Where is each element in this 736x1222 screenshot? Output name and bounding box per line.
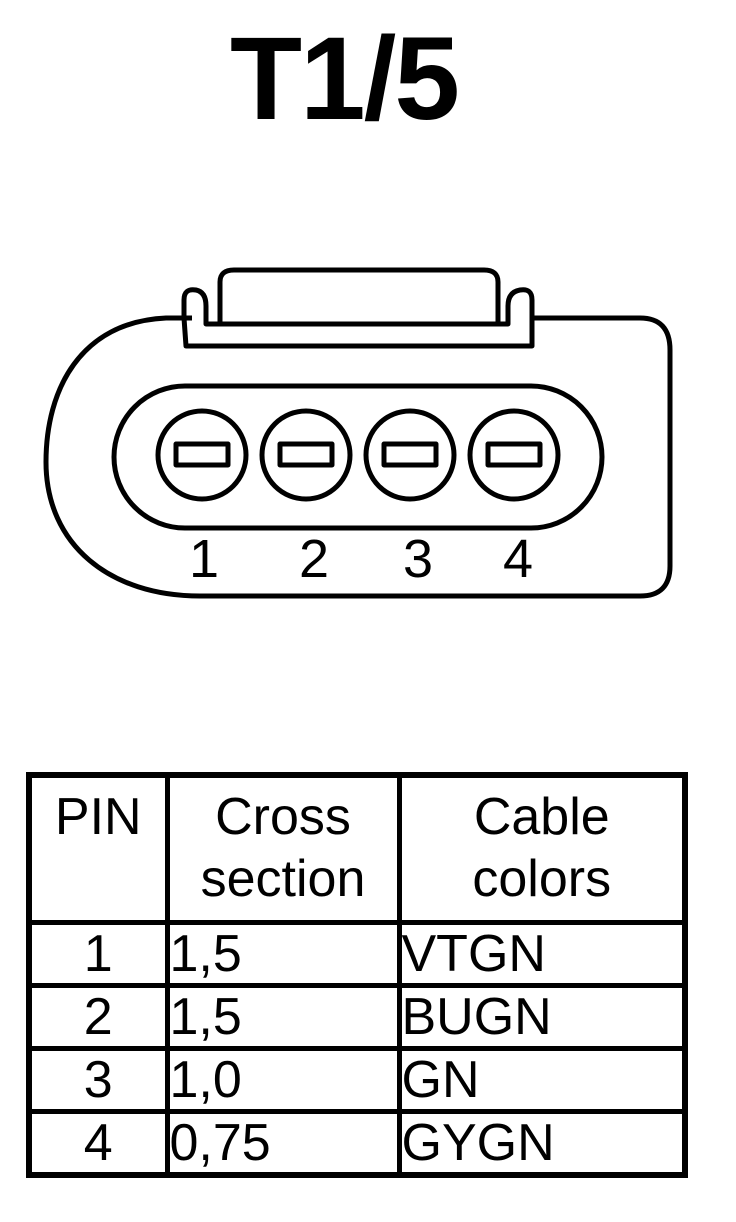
connector-latch (181, 287, 535, 349)
pin-table: PIN Cross section Cable colors 1 1,5 VTG… (26, 772, 688, 1178)
pin-2 (259, 408, 353, 502)
pin-label-2: 2 (299, 529, 329, 589)
row-cable-color: GN (396, 1046, 688, 1114)
table-row: 3 1,0 GN (26, 1046, 688, 1114)
row-pin: 2 (26, 983, 170, 1051)
connector-diagram: 1 2 3 4 (43, 267, 673, 599)
table-row: 2 1,5 BUGN (26, 983, 688, 1051)
row-pin: 1 (26, 920, 170, 988)
header-cross-section-line-2: section (200, 850, 366, 908)
row-cross-section: 1,5 (164, 983, 402, 1051)
pin-label-1: 1 (189, 529, 219, 589)
pin-1 (155, 408, 249, 502)
header-cross-section-line-1: Cross (215, 788, 351, 846)
row-cross-section: 0,75 (164, 1109, 402, 1178)
table-row: 1 1,5 VTGN (26, 920, 688, 988)
row-cable-color: GYGN (396, 1109, 688, 1178)
header-cable-colors-line-2: colors (472, 850, 612, 908)
connector-housing (43, 315, 673, 599)
header-pin: PIN (26, 772, 170, 925)
row-cable-color: BUGN (396, 983, 688, 1051)
pin-label-3: 3 (403, 529, 433, 589)
row-cross-section: 1,0 (164, 1046, 402, 1114)
pin-recess (111, 383, 605, 531)
connector-title: T1/5 (229, 13, 460, 145)
table-header-row: PIN Cross section Cable colors (26, 772, 688, 925)
pin-3 (363, 408, 457, 502)
header-cable-colors-line-1: Cable (473, 788, 610, 846)
row-pin: 3 (26, 1046, 170, 1114)
row-cable-color: VTGN (396, 920, 688, 988)
row-cross-section: 1,5 (164, 920, 402, 988)
pin-4 (467, 408, 561, 502)
connector-latch-top (217, 267, 501, 324)
header-cable-colors: Cable colors (396, 772, 688, 925)
pin-label-4: 4 (503, 529, 533, 589)
header-cross-section: Cross section (164, 772, 402, 925)
table-row: 4 0,75 GYGN (26, 1109, 688, 1178)
row-pin: 4 (26, 1109, 170, 1178)
